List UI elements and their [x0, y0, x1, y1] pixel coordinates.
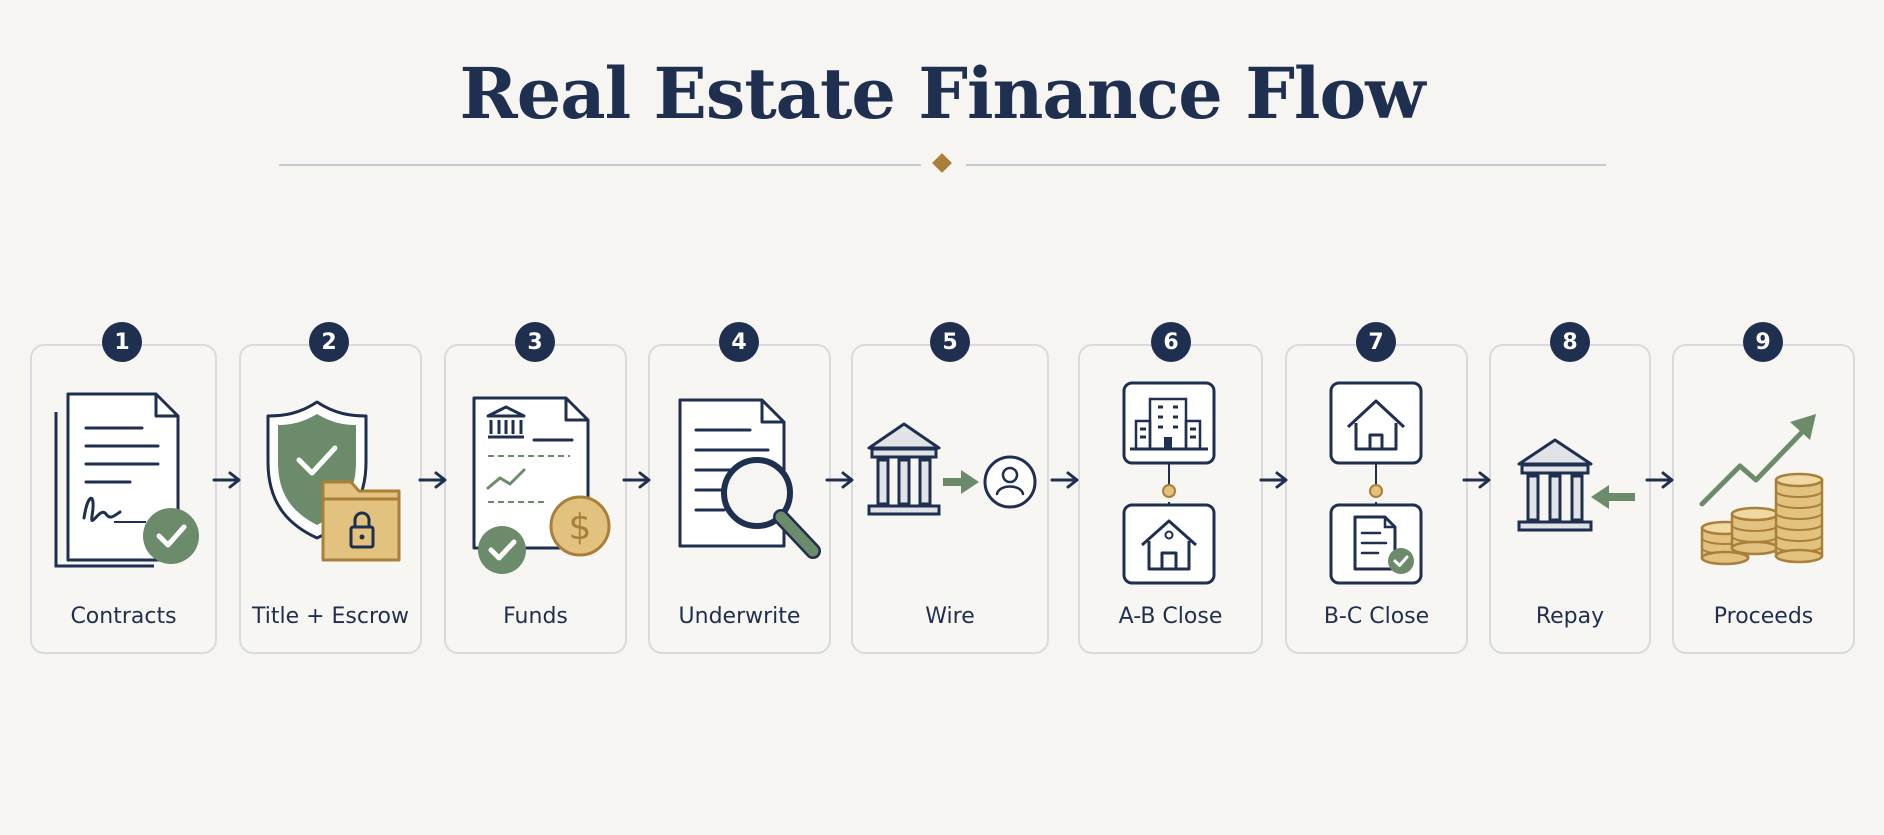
step-number-badge-2: 2: [309, 322, 349, 362]
page-title: Real Estate Finance Flow: [459, 52, 1426, 135]
step-label-4: Underwrite: [678, 604, 801, 629]
flow-arrow-icon: [1050, 471, 1079, 489]
bank-repay-icon: [1517, 438, 1635, 532]
flow-arrow-icon: [1259, 471, 1288, 489]
step-number-badge-3: 3: [515, 322, 555, 362]
step-number-badge-1: 1: [102, 322, 142, 362]
step-label-9: Proceeds: [1713, 604, 1814, 629]
flow-arrow-icon: [212, 471, 241, 489]
coins-growth-icon: [1699, 414, 1824, 566]
step-label-5: Wire: [925, 604, 975, 629]
flow-arrow-icon: [418, 471, 447, 489]
flow-arrow-icon: [1645, 471, 1674, 489]
svg-text:$: $: [569, 507, 592, 548]
step-number-badge-7: 7: [1356, 322, 1396, 362]
step-number-badge-6: 6: [1151, 322, 1191, 362]
title-divider-left: [279, 164, 921, 166]
flow-arrow-icon: [825, 471, 854, 489]
step-number-badge-4: 4: [719, 322, 759, 362]
step-number-badge-5: 5: [930, 322, 970, 362]
step-number-badge-9: 9: [1743, 322, 1783, 362]
bank-to-person-transfer-icon: [867, 422, 1037, 516]
shield-folder-lock-icon: [266, 400, 401, 562]
step-label-1: Contracts: [70, 604, 177, 629]
funding-document-dollar-icon: $: [472, 396, 611, 574]
divider-diamond-icon: [932, 153, 952, 173]
document-magnifier-icon: [678, 398, 821, 559]
step-label-6: A-B Close: [1118, 604, 1223, 629]
step-label-8: Repay: [1535, 604, 1605, 629]
step-label-2: Title + Escrow: [251, 604, 410, 629]
flow-arrow-icon: [1462, 471, 1491, 489]
signed-contract-icon: [54, 392, 199, 568]
building-to-house-icon: [1122, 381, 1216, 585]
step-label-3: Funds: [503, 604, 568, 629]
house-to-document-icon: [1329, 381, 1423, 585]
flow-arrow-icon: [622, 471, 651, 489]
step-label-7: B-C Close: [1323, 604, 1430, 629]
title-divider-right: [966, 164, 1606, 166]
step-number-badge-8: 8: [1550, 322, 1590, 362]
